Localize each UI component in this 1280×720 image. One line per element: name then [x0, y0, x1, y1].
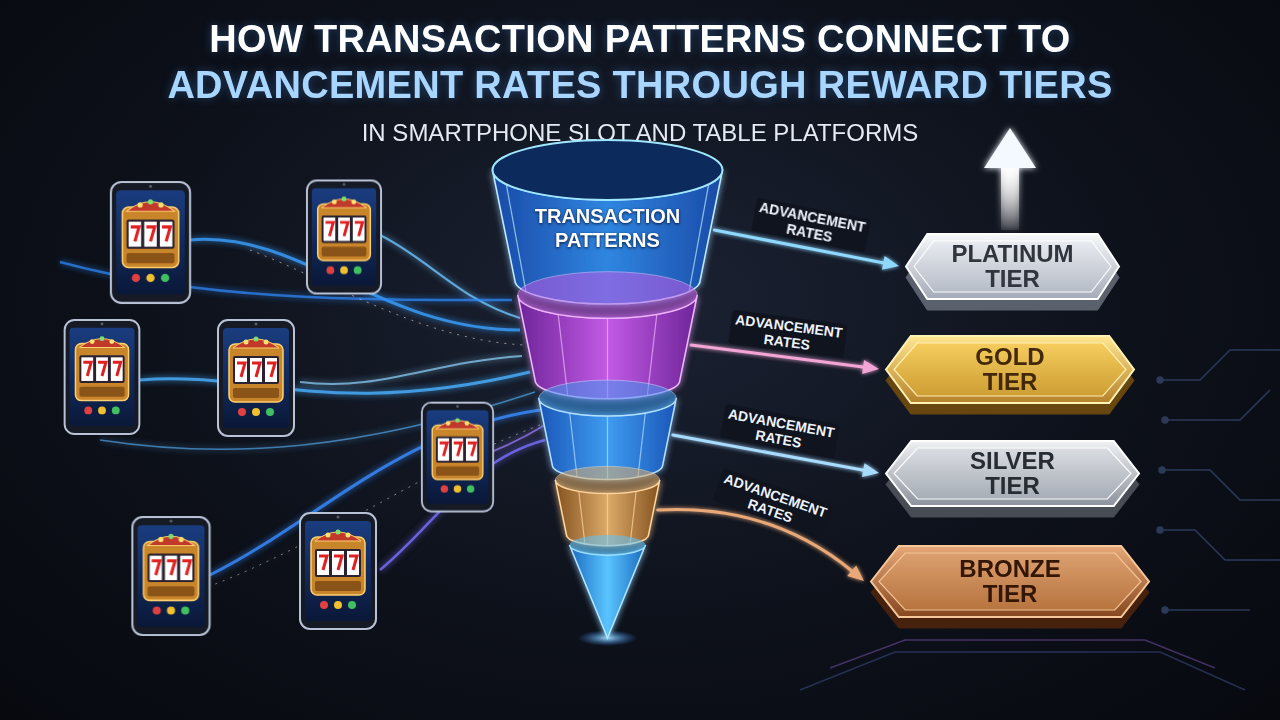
circuit-lines	[1157, 350, 1280, 613]
funnel-band-top	[539, 380, 677, 416]
tier-face	[886, 336, 1134, 403]
funnel-divider	[579, 491, 585, 544]
up-arrow	[984, 128, 1036, 230]
tier-label: GOLD TIER	[975, 344, 1044, 394]
advancement-arrow	[658, 509, 864, 581]
phone-illustration	[422, 403, 493, 512]
tier-text-inner: GOLD TIER	[975, 344, 1044, 394]
funnel-mouth	[493, 140, 723, 200]
tier-inner-face	[914, 241, 1111, 292]
tier-face	[906, 234, 1119, 299]
tier-inner-face	[894, 448, 1131, 499]
tier-text-inner: BRONZE TIER	[959, 556, 1060, 606]
tier-badge: PLATINUM TIER	[905, 233, 1120, 311]
tier-text-block: PLATINUM TIER	[905, 233, 1120, 299]
funnel-label: TRANSACTION PATTERNS	[535, 204, 681, 252]
arrow-head	[862, 360, 879, 374]
funnel-divider	[506, 184, 526, 291]
tier-badge: GOLD TIER	[885, 335, 1135, 415]
tier-text-block: SILVER TIER	[885, 440, 1140, 506]
funnel-band-top	[518, 272, 697, 319]
phone-illustrations	[65, 180, 493, 635]
funnel-divider	[689, 184, 709, 291]
tier-face	[886, 441, 1139, 506]
funnel-band-top	[555, 466, 659, 493]
edge-label: ADVANCEMENT RATES	[720, 404, 840, 458]
phone-illustration	[65, 320, 140, 434]
funnel-text-block: TRANSACTION PATTERNS	[490, 204, 725, 252]
funnel-shape: TRANSACTION PATTERNS	[490, 130, 725, 645]
edge-label: ADVANCEMENT RATES	[751, 198, 871, 253]
tier-text-inner: PLATINUM TIER	[951, 241, 1073, 291]
funnel-divider	[570, 413, 577, 477]
edge-label: ADVANCEMENT RATES	[713, 468, 834, 538]
tier-label: SILVER TIER	[970, 448, 1055, 498]
tier-label: BRONZE TIER	[959, 556, 1060, 606]
tier-badge: SILVER TIER	[885, 440, 1140, 518]
arrow-head	[882, 256, 899, 270]
funnel-divider	[638, 413, 645, 477]
tier-face	[871, 546, 1149, 617]
arrow-head	[847, 565, 864, 581]
arrow-head	[862, 463, 879, 477]
floor-glow-lines	[800, 640, 1245, 690]
tier-text-block: GOLD TIER	[885, 335, 1135, 403]
phone-illustration	[132, 517, 209, 635]
funnel-band-top	[570, 535, 646, 555]
funnel-tip	[570, 545, 646, 638]
tier-inner-face	[879, 553, 1141, 610]
tier-text-block: BRONZE TIER	[870, 545, 1150, 617]
edge-label: ADVANCEMENT RATES	[728, 310, 847, 358]
phone-illustration	[300, 513, 376, 629]
phone-illustration	[307, 180, 381, 293]
tier-badge: BRONZE TIER	[870, 545, 1150, 629]
tier-inner-face	[894, 343, 1126, 396]
phone-illustration	[218, 320, 294, 436]
tier-text-inner: SILVER TIER	[970, 448, 1055, 498]
diagram-title: HOW TRANSACTION PATTERNS CONNECT TO ADVA…	[90, 16, 1190, 108]
phone-illustration	[111, 182, 190, 303]
tier-label: PLATINUM TIER	[951, 241, 1073, 291]
funnel-divider	[630, 491, 636, 544]
